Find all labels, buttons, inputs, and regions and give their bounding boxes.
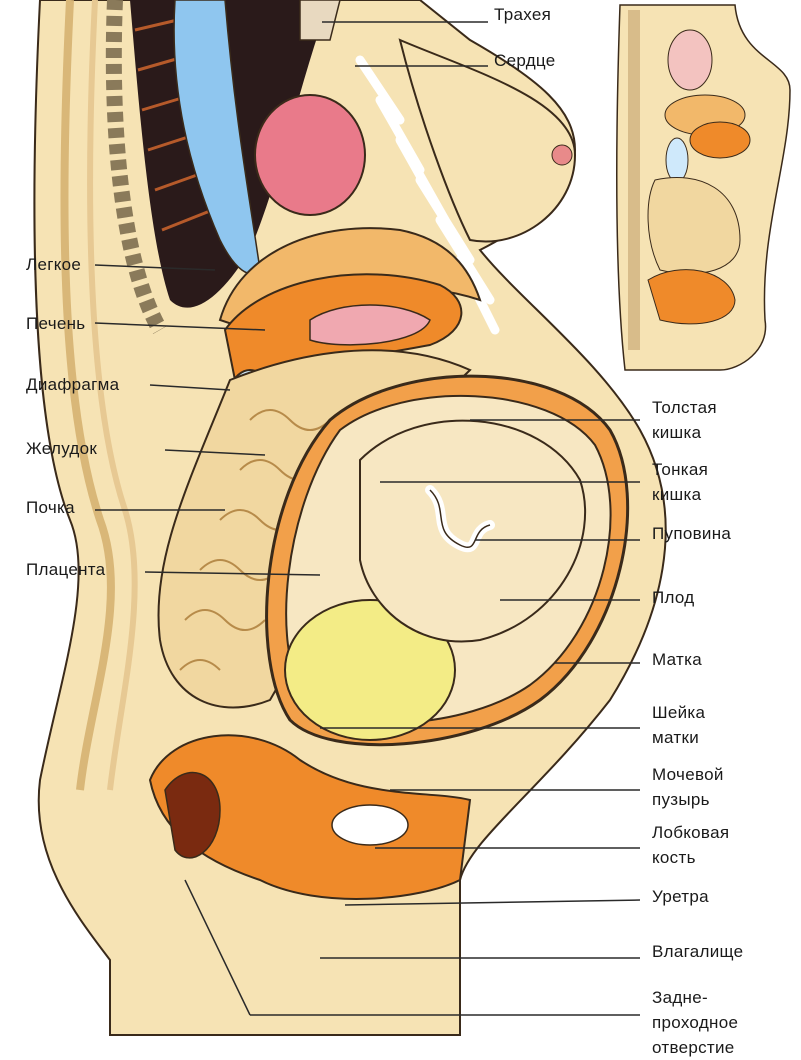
leader-lines bbox=[94, 21, 641, 1016]
umbilical-cord-outline bbox=[429, 489, 491, 548]
label-colon: Толстая кишка bbox=[652, 398, 717, 442]
label-vagina: Влагалище bbox=[652, 942, 744, 961]
stomach-pink bbox=[309, 304, 431, 346]
label-placenta: Плацента bbox=[26, 560, 106, 579]
spine bbox=[105, 0, 167, 334]
label-umbilical-cord: Пуповина bbox=[652, 524, 732, 543]
breast bbox=[398, 38, 577, 243]
label-trachea: Трахея bbox=[494, 5, 552, 24]
back-layer bbox=[60, 0, 115, 791]
label-diaphragm: Диафрагма bbox=[26, 375, 120, 394]
back-layer-2 bbox=[87, 0, 138, 791]
label-fetus: Плод bbox=[652, 588, 695, 607]
label-uterus: Матка bbox=[652, 650, 702, 669]
heart bbox=[254, 94, 366, 216]
label-stomach: Желудок bbox=[26, 439, 98, 458]
label-heart: Сердце bbox=[494, 51, 556, 70]
label-kidney: Почка bbox=[26, 498, 75, 517]
nipple bbox=[551, 144, 573, 166]
fetus-head bbox=[284, 599, 456, 741]
rectum bbox=[164, 771, 221, 859]
label-cervix: Шейка матки bbox=[652, 703, 706, 747]
inset-illustration bbox=[615, 4, 791, 371]
label-bladder: Мочевой пузырь bbox=[652, 765, 724, 809]
pelvic-floor bbox=[148, 734, 472, 900]
label-liver: Печень bbox=[26, 314, 86, 333]
label-anus: Задне- проходное отверстие bbox=[652, 988, 739, 1057]
label-lung: Легкое bbox=[26, 255, 82, 274]
label-urethra: Уретра bbox=[652, 887, 709, 906]
fetus-body bbox=[359, 419, 587, 643]
label-small-intestine: Тонкая кишка bbox=[652, 460, 709, 504]
trachea bbox=[299, 0, 341, 41]
bladder bbox=[331, 804, 409, 846]
label-pubic-bone: Лобковая кость bbox=[652, 823, 730, 867]
